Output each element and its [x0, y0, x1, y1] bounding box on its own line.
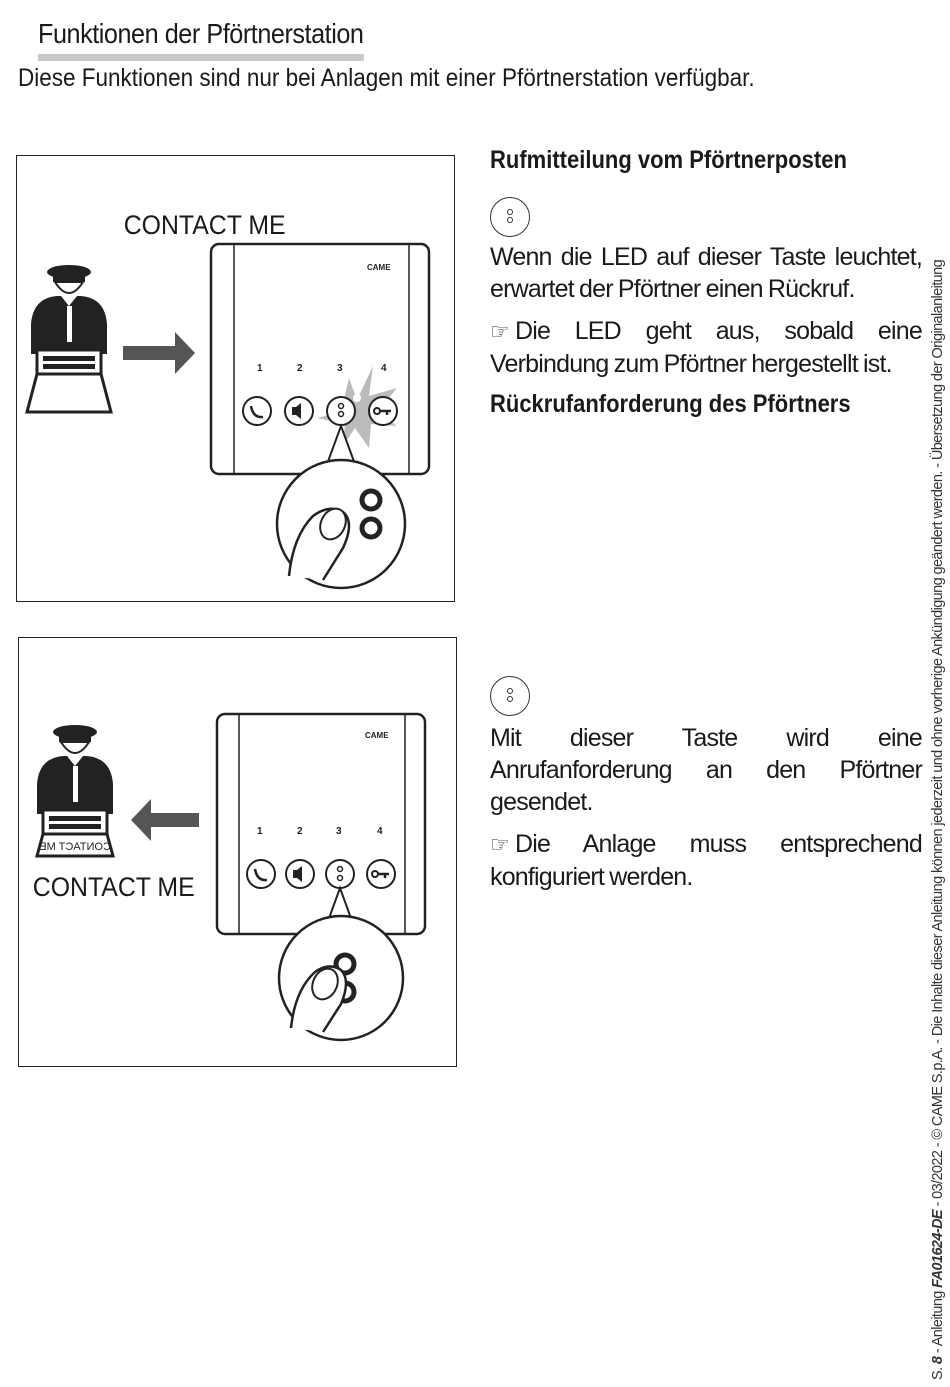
section1-note-text: Die LED geht aus, sobald eine Verbindung… — [490, 317, 923, 378]
pointing-hand-icon: ☞ — [490, 832, 510, 857]
page-title: Funktionen der Pförtnerstation — [38, 18, 364, 61]
key-number-3: 3 — [337, 363, 343, 374]
intercom-device: CAME 1 2 3 4 — [215, 712, 427, 936]
key-number-1: 1 — [257, 826, 263, 837]
figure2-label: CONTACT ME — [33, 873, 195, 902]
mirrored-label: CONTACT ME — [39, 841, 111, 853]
key-number-3: 3 — [336, 826, 342, 837]
figure1-label: CONTACT ME — [124, 211, 286, 240]
key-number-2: 2 — [297, 363, 303, 374]
brand-logo: CAME — [367, 263, 391, 272]
key-number-4: 4 — [377, 826, 383, 837]
zoom-callout — [275, 423, 407, 590]
intercom-device: CAME 1 2 3 4 — [209, 242, 431, 476]
footer-page-prefix: S. — [930, 1364, 946, 1381]
section1-title: Rufmitteilung vom Pförtnerposten — [490, 146, 847, 174]
footer-manual-label: - Anleitung — [930, 1287, 946, 1357]
footer-page-number: 8 — [930, 1356, 946, 1365]
zoom-callout — [277, 885, 405, 1042]
page-footer: S. 8 - Anleitung FA01624-DE - 03/2022 - … — [930, 260, 946, 1380]
section2-text: Mit dieser Taste wird eine Anrufanforder… — [490, 724, 923, 816]
arrow-left-icon — [131, 799, 199, 841]
contact-me-button-icon — [490, 676, 530, 716]
section-callback-request: Mit dieser Taste wird eine Anrufanforder… — [490, 676, 923, 893]
figure-contact-me-request: CONTACT ME CONTACT ME CAME 1 2 3 4 — [18, 637, 457, 1067]
section2-note-text: Die Anlage muss entsprechend konfigurier… — [490, 830, 923, 891]
figure-contact-me-incoming: CONTACT ME CAME 1 2 3 4 — [16, 155, 455, 602]
guard-icon: CONTACT ME — [35, 725, 115, 858]
brand-logo: CAME — [365, 731, 389, 740]
key-number-1: 1 — [257, 363, 263, 374]
section1-text: Wenn die LED auf dieser Taste leuchtet, … — [490, 243, 923, 303]
pointing-hand-icon: ☞ — [490, 319, 510, 344]
guard-icon — [25, 265, 113, 414]
section1-note: ☞Die LED geht aus, sobald eine Verbindun… — [490, 315, 923, 380]
section2-title: Rückrufanforderung des Pförtners — [490, 390, 851, 418]
intro-text: Diese Funktionen sind nur bei Anlagen mi… — [18, 64, 755, 92]
contact-me-button-icon — [490, 197, 530, 237]
footer-legal-text: - 03/2022 - © CAME S.p.A. - Die Inhalte … — [930, 259, 946, 1210]
section-call-message: Rufmitteilung vom Pförtnerposten Wenn di… — [490, 146, 923, 419]
footer-doc-code: FA01624-DE — [930, 1209, 946, 1288]
arrow-right-icon — [123, 332, 195, 374]
section2-note: ☞Die Anlage muss entsprechend konfigurie… — [490, 828, 923, 893]
key-number-4: 4 — [381, 363, 387, 374]
key-number-2: 2 — [297, 826, 303, 837]
